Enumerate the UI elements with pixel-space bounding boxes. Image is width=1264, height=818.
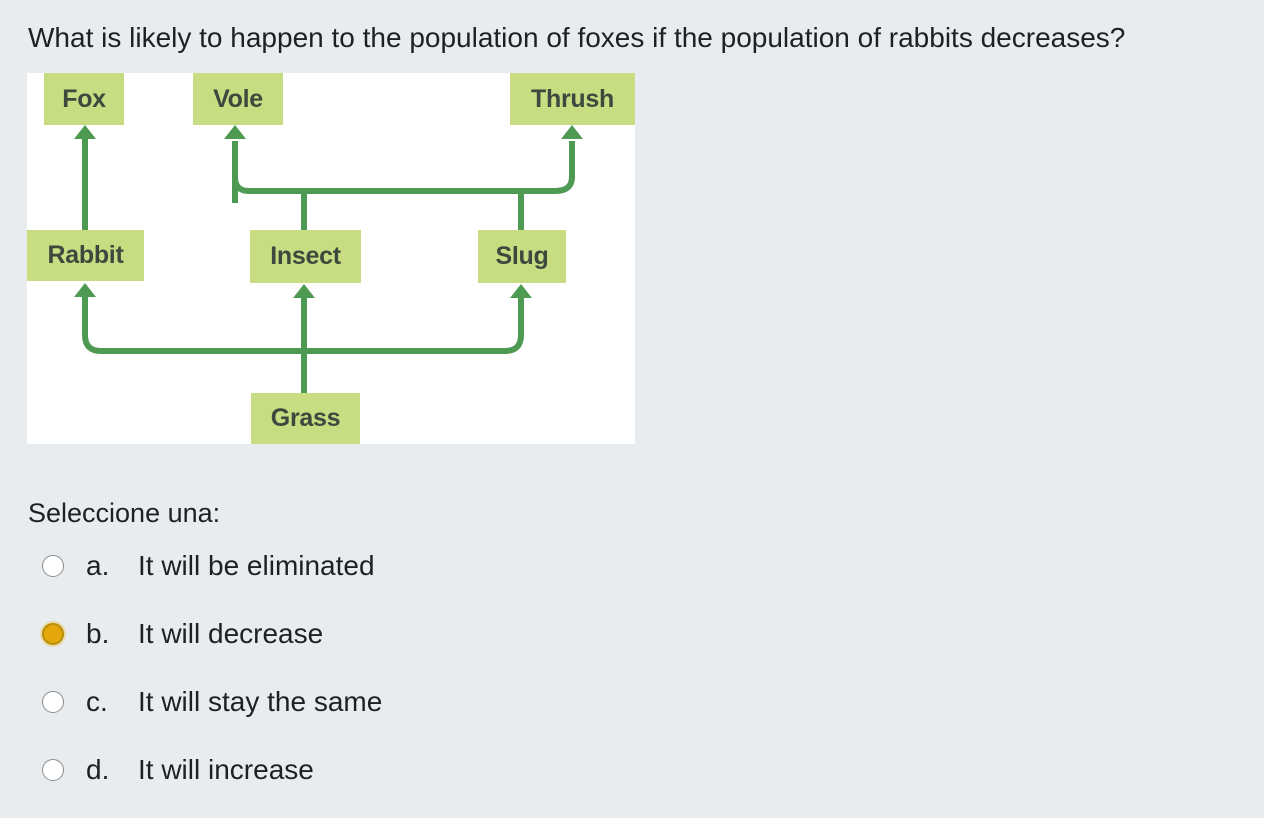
arrowhead-thrush (561, 125, 583, 139)
node-slug: Slug (478, 230, 566, 283)
radio-option-c[interactable] (42, 691, 64, 713)
food-web-connectors (74, 125, 583, 393)
node-grass: Grass (251, 393, 360, 444)
node-thrush: Thrush (510, 73, 635, 125)
node-insect: Insect (250, 230, 361, 283)
option-b-text: It will decrease (138, 618, 324, 649)
connector-insect-slug-to-vole-thrush (232, 141, 575, 203)
radio-option-b[interactable] (42, 623, 64, 645)
node-fox: Fox (44, 73, 124, 125)
food-web-diagram: Fox Vole Thrush Rabbit Insect Slug Grass (27, 73, 635, 444)
node-vole: Vole (193, 73, 283, 125)
radio-option-a[interactable] (42, 555, 64, 577)
option-c-letter: c. (86, 686, 108, 717)
option-a-letter: a. (86, 550, 110, 581)
option-c[interactable]: c. It will stay the same (42, 682, 382, 722)
option-c-text: It will stay the same (138, 686, 383, 717)
option-b-letter: b. (86, 618, 110, 649)
arrowhead-rabbit (74, 283, 96, 297)
answer-prompt: Seleccione una: (28, 498, 221, 528)
option-b[interactable]: b. It will decrease (42, 614, 323, 654)
arrowhead-vole (224, 125, 246, 139)
arrowhead-insect (293, 284, 315, 298)
option-d[interactable]: d. It will increase (42, 750, 314, 790)
node-rabbit: Rabbit (27, 230, 144, 281)
arrowhead-fox (74, 125, 96, 139)
arrowhead-slug (510, 284, 532, 298)
option-d-text: It will increase (138, 754, 314, 785)
radio-option-d[interactable] (42, 759, 64, 781)
question-text: What is likely to happen to the populati… (28, 22, 1126, 53)
option-a[interactable]: a. It will be eliminated (42, 546, 375, 586)
option-d-letter: d. (86, 754, 110, 785)
option-a-text: It will be eliminated (138, 550, 375, 581)
